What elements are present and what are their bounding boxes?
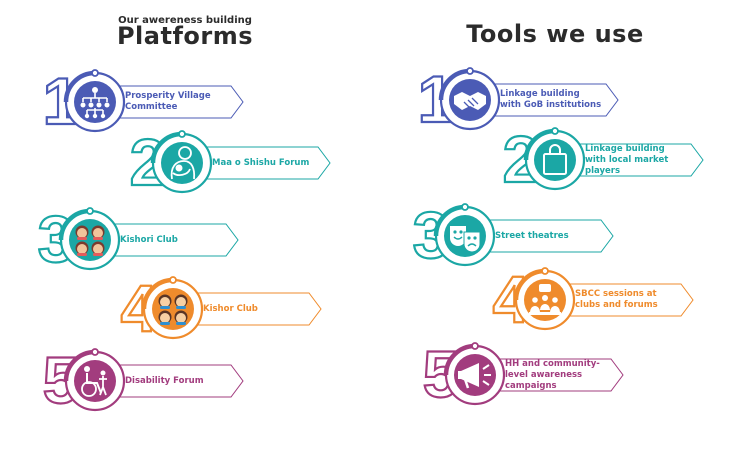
platforms-banner-5	[103, 364, 244, 398]
platforms-item-4: 4	[120, 270, 322, 346]
platforms-label-2: Maa o Shishu Forum	[212, 158, 309, 169]
tools-banner-4	[553, 283, 694, 317]
platforms-label-5: Disability Forum	[125, 376, 204, 387]
platforms-label-3: Kishori Club	[120, 235, 178, 246]
org-chart-icon	[80, 87, 110, 119]
mother-child-icon	[170, 146, 196, 180]
tools-label-3-line-1: Street theatres	[495, 230, 569, 241]
tools-heading: Tools we use	[466, 20, 644, 48]
tools-label-3: Street theatres	[495, 231, 569, 242]
platforms-badge-4	[152, 288, 194, 330]
tools-number-4: 4	[493, 262, 530, 336]
platforms-subheading: Our awereness building	[118, 15, 252, 26]
tools-label-5-line-1: HH and community-	[505, 358, 600, 369]
platforms-badge-3	[69, 219, 111, 261]
tools-label-5-line-3: campaigns	[505, 380, 557, 391]
theatre-masks-icon	[450, 226, 481, 253]
tools-banner-3	[473, 219, 614, 253]
platforms-item-3: 3	[37, 201, 239, 277]
platforms-label-2-line-1: Maa o Shishu Forum	[212, 157, 310, 168]
boys-group-icon	[158, 294, 188, 325]
platforms-item-1: 1	[42, 63, 244, 139]
tools-banner-1	[478, 83, 619, 117]
tools-item-3: 3	[412, 197, 614, 273]
disability-icon	[81, 366, 107, 397]
tools-banner-2	[563, 143, 704, 177]
tools-label-1-line-1: Linkage building	[500, 89, 580, 99]
tools-label-2-line-1: Linkage building	[585, 143, 665, 154]
platforms-label-4: Kishor Club	[203, 304, 258, 315]
platforms-label-4-line-1: Kishor Club	[203, 303, 258, 314]
tools-label-2-line-3: players	[585, 165, 621, 176]
tools-label-4-line-2: clubs and forums	[575, 300, 658, 310]
meeting-icon	[529, 284, 561, 315]
tools-label-5-line-2: level awareness	[505, 369, 583, 380]
platforms-label-3-line-1: Kishori Club	[120, 234, 178, 245]
platforms-banner-4	[181, 292, 322, 326]
tools-item-1: 1	[417, 61, 619, 137]
girls-group-icon	[75, 225, 105, 256]
platforms-label-5-line-1: Disability Forum	[125, 375, 204, 386]
platforms-banner-3	[98, 223, 239, 257]
platforms-label-1-line-1: Prosperity Village	[125, 91, 211, 101]
platforms-banner-2	[190, 146, 331, 180]
tools-item-2: 2	[502, 121, 704, 197]
handshake-icon	[454, 92, 486, 110]
shopping-bag-icon	[543, 144, 567, 175]
tools-label-4-line-1: SBCC sessions at	[575, 289, 657, 299]
tools-banner-5	[483, 358, 624, 392]
platforms-item-2: 2	[129, 124, 331, 200]
platforms-label-1-line-2: Committee	[125, 102, 178, 112]
platforms-item-5: 5	[42, 342, 244, 418]
tools-item-4: 4	[492, 261, 694, 337]
platforms-heading: Platforms	[116, 22, 254, 50]
tools-item-5: 5	[422, 336, 624, 412]
platforms-badge-1	[74, 81, 116, 123]
tools-label-1-line-2: with GoB institutions	[500, 100, 602, 110]
platforms-number-3: 3	[38, 202, 75, 276]
tools-label-2-line-2: with local market	[585, 154, 669, 165]
megaphone-icon	[458, 363, 491, 389]
platforms-badge-5	[74, 360, 116, 402]
platforms-banner-1	[103, 85, 244, 119]
